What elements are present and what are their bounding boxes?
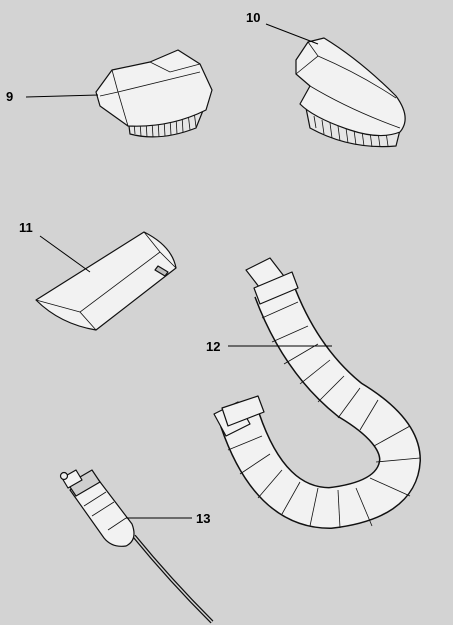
hand-brush: [295, 37, 406, 148]
leader-line-10: [265, 23, 319, 45]
power-plug: [59, 469, 214, 624]
callout-label-10: 10: [246, 10, 260, 25]
flat-nozzle-cap: [35, 231, 177, 331]
leader-line-11: [39, 235, 91, 273]
hose-segments: [227, 301, 421, 529]
callout-label-13: 13: [196, 511, 210, 526]
flexible-hose: [213, 257, 422, 530]
callout-label-11: 11: [19, 220, 33, 235]
upholstery-brush-nozzle: [95, 49, 213, 138]
callout-label-9: 9: [6, 89, 13, 104]
leader-line-9: [25, 94, 99, 98]
callout-label-12: 12: [206, 339, 220, 354]
